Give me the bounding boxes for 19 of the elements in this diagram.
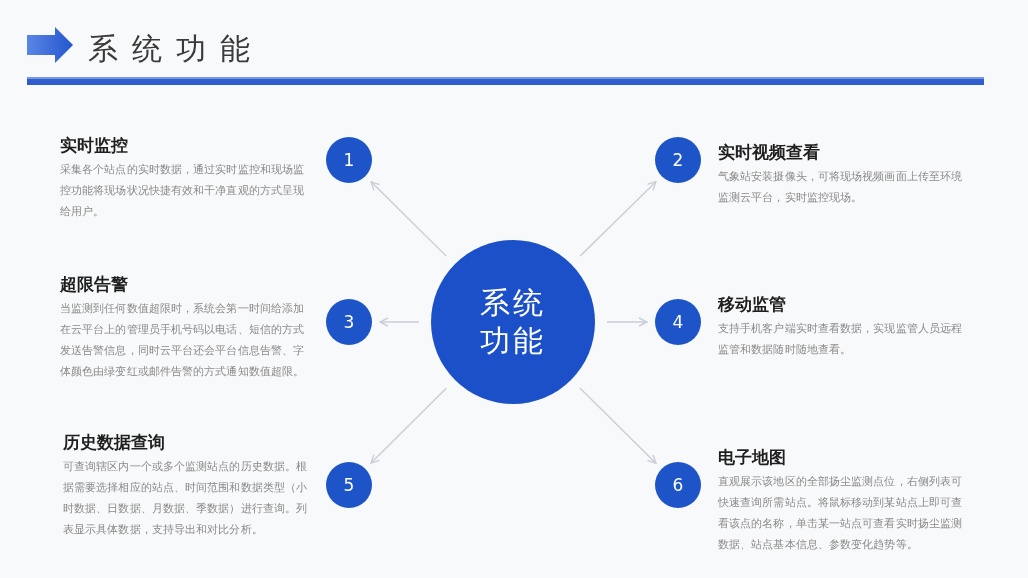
feature-heading: 实时视频查看 bbox=[718, 141, 821, 163]
feature-description: 支持手机客户端实时查看数据，实现监管人员远程监管和数据随时随地查看。 bbox=[718, 321, 964, 358]
arrow bbox=[579, 387, 657, 464]
feature-heading: 实时监控 bbox=[60, 134, 129, 156]
feature-description: 可查询辖区内一个或多个监测站点的历史数据。根据需要选择相应的站点、时间范围和数据类型（小时数据、日数据、月数据、季数据）进行查询。列表显示具体数据，支持导出和对比分析。 bbox=[63, 459, 309, 538]
feature-heading: 历史数据查询 bbox=[63, 431, 166, 453]
title: 系统功能 bbox=[88, 30, 264, 68]
arrow bbox=[370, 387, 447, 464]
feature-heading: 移动监管 bbox=[718, 293, 787, 315]
feature-heading: 电子地图 bbox=[718, 446, 787, 468]
arrow bbox=[579, 181, 657, 257]
feature-description: 当监测到任何数值超限时，系统会第一时间给添加在云平台上的管理员手机号码以电话、短信的方式发送告警信息，同时云平台还会平台信息告警、字体颜色由绿变红或邮件告警的方式通知数值超限。 bbox=[60, 301, 306, 380]
arrow bbox=[370, 181, 447, 257]
feature-description: 气象站安装摄像头，可将现场视频画面上传至环境监测云平台，实时监控现场。 bbox=[718, 169, 964, 206]
arrow bbox=[606, 317, 648, 327]
feature-description: 采集各个站点的实时数据，通过实时监控和现场监控功能将现场状况快捷有效和干净直观的方式呈现给用户。 bbox=[60, 162, 306, 220]
feature-heading: 超限告警 bbox=[60, 273, 129, 295]
feature-description: 直观展示该地区的全部扬尘监测点位，右侧列表可快速查询所需站点。将鼠标移动到某站点上即可查看该点的名称，单击某一站点可查看实时扬尘监测数据、站点基本信息、参数变化趋势等。 bbox=[718, 474, 964, 553]
arrow bbox=[379, 317, 420, 327]
